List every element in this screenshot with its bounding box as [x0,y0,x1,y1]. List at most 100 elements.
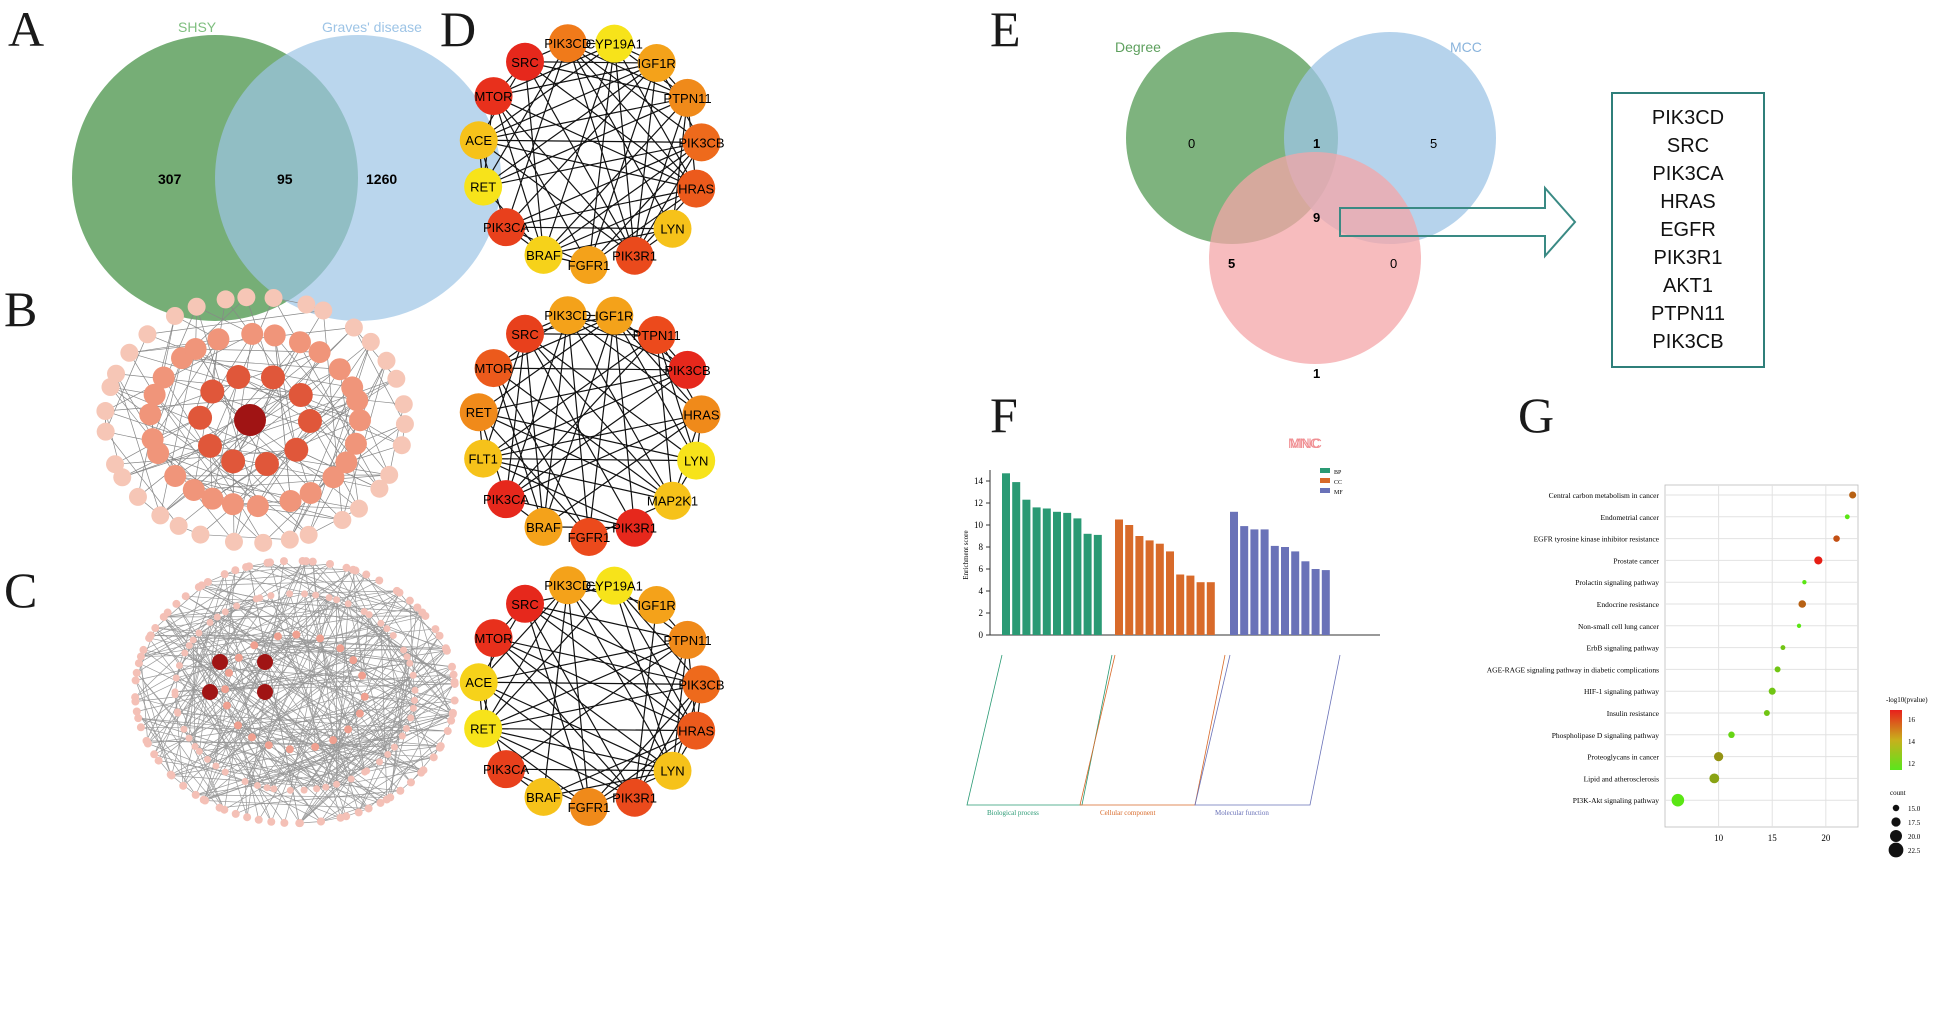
network-edge [613,315,697,461]
network-node [346,389,369,412]
network-node [141,428,164,451]
network-edge [389,656,408,798]
network-edge [207,758,337,785]
network-edge [506,768,673,772]
network-edge [147,310,324,335]
network-node [254,452,279,477]
venn-e-mnc-label-layer: MNC [1288,435,1320,451]
network-node [524,235,563,274]
network-node [344,432,367,455]
network-edge [232,333,253,462]
network-node [395,415,414,434]
network-node [151,506,170,525]
bar [1206,582,1215,635]
network-node [360,608,368,616]
bar [1301,561,1310,635]
network-edge [478,369,688,413]
network-node [682,123,721,162]
network-node-label: SRC [511,597,538,612]
network-edge [542,43,615,256]
network-edge [542,585,569,797]
network-edge [199,751,275,790]
network-edge [238,376,402,446]
network-edge [185,595,407,729]
network-node [506,584,545,623]
network-node-label: PIK3CB [664,363,710,378]
venn-a-label-graves: Graves' disease [322,19,422,35]
network-edge [129,327,354,354]
network-edge [204,705,228,801]
network-node [286,590,294,598]
network-node-label: MTOR [475,89,513,104]
network-edge [525,333,657,336]
network-node [171,688,179,696]
network-node-label: PTPN11 [663,91,711,106]
network-edge [302,560,352,780]
network-edge [588,141,702,266]
network-node [376,758,384,766]
network-node [179,781,188,790]
network-node-label: MTOR [475,361,513,376]
network-node-label: RET [466,405,492,420]
network-edge [482,334,658,460]
network-node [435,743,444,752]
network-edge [228,672,365,773]
network-node [311,742,320,751]
network-edge [163,611,226,618]
network-node-label: IGF1R [595,309,633,324]
network-edge [177,712,448,732]
network-node [297,409,322,434]
network-node [237,288,256,307]
network-node [134,714,143,723]
network-node [474,77,513,116]
network-node [191,525,210,544]
network-edge [543,228,673,256]
network-node [459,663,498,702]
network-node [668,78,707,117]
network-node [487,480,526,519]
network-edge [505,315,569,500]
network-node [448,662,457,671]
network-node [175,661,183,669]
x-tick-label: 10 [1714,833,1724,843]
network-node [351,566,360,575]
network-node [336,644,345,653]
network-edge [319,638,366,773]
network-edge [195,560,303,796]
network-edges [478,42,703,266]
network-edge [543,730,697,798]
network-node [396,786,405,795]
pathway-bubble [1798,600,1807,608]
network-edge [329,563,416,691]
pathway-label: PI3K-Akt signaling pathway [1573,796,1659,805]
network-node [450,696,459,705]
group-label: Molecular function [1215,809,1269,817]
network-node [376,798,385,807]
network-edge [199,628,388,752]
network-node [413,603,422,612]
panel-label-c: C [4,562,38,618]
network-node [349,656,358,665]
network-edge [493,637,673,772]
network-node [254,815,263,824]
pathway-label: Endometrial cancer [1600,513,1659,522]
venn-a-count-right: 1260 [366,171,397,187]
network-edge [478,139,635,257]
network-edge [567,314,688,371]
network-node [189,636,197,644]
network-edge [613,585,697,731]
venn-a-circle-graves [215,35,501,321]
network-edge [225,744,269,773]
bar [1073,518,1082,635]
network-edge [505,639,688,770]
network-edge [505,62,658,228]
network-node [362,570,371,579]
network-node [172,599,181,608]
network-edge [482,585,615,730]
network-edge [270,595,347,817]
network-node [682,395,721,434]
network-node [150,750,159,759]
network-node [267,592,275,600]
network-edge [266,707,414,789]
network-edge [152,357,183,440]
